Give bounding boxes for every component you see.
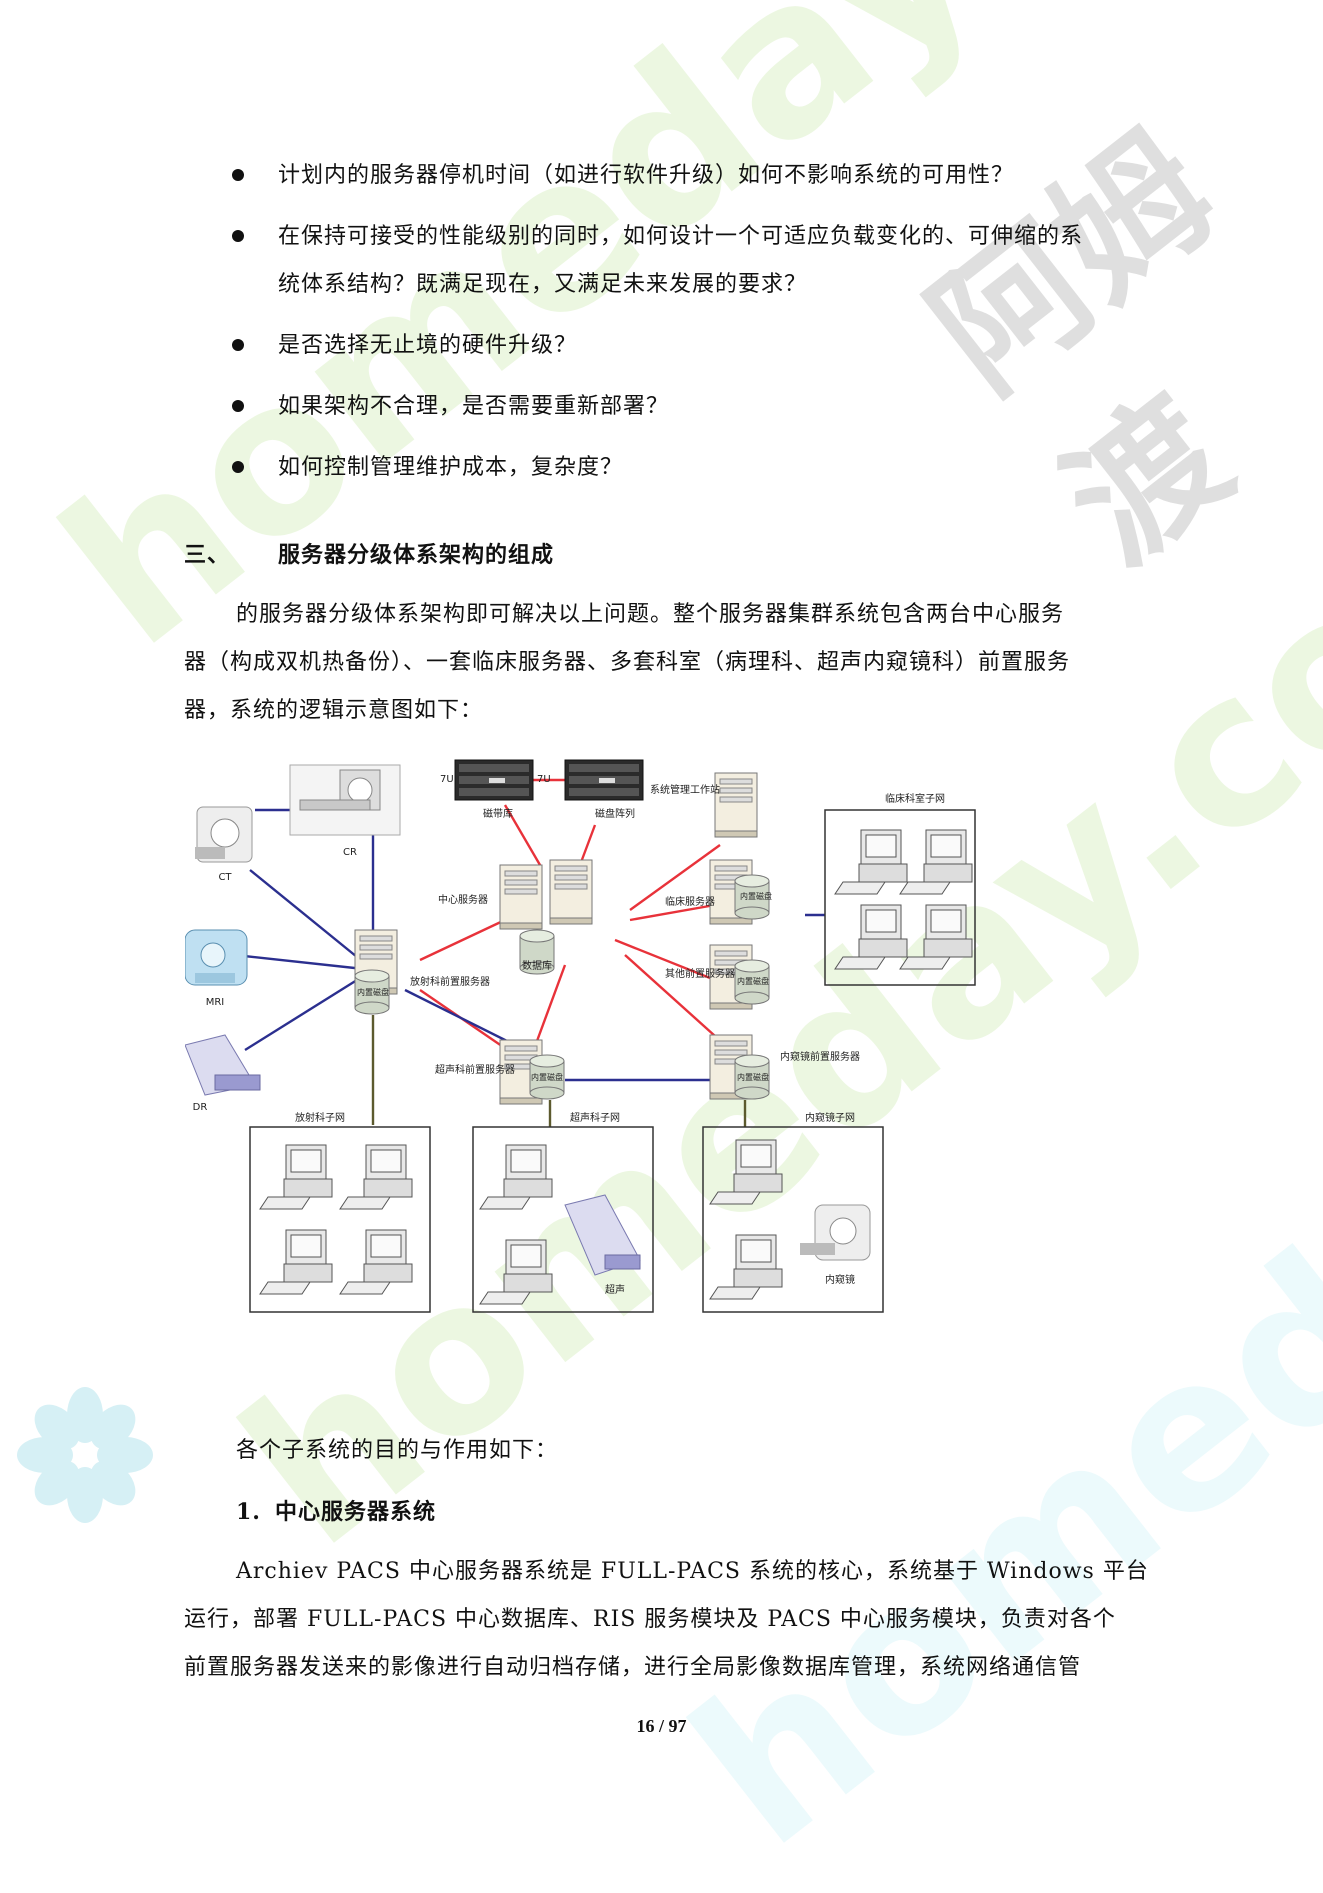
section-title: 服务器分级体系架构的组成: [278, 542, 555, 568]
endoscopy-device-label: 内窥镜: [825, 1273, 855, 1286]
ct-device-icon: [195, 806, 253, 863]
workstation-icon: [899, 829, 973, 895]
clinic-disk-label: 内置磁盘: [740, 891, 772, 901]
blue-links: [234, 808, 825, 1082]
paragraph-line: 的服务器分级体系架构即可解决以上问题。整个服务器集群系统包含两台中心服务: [236, 602, 1065, 627]
workstation-icon: [709, 1139, 783, 1205]
ultrasound-subnet-box: [472, 1126, 654, 1313]
watermark-logo-text: 阿姆渡: [901, 102, 1261, 596]
paragraph-line: 前置服务器发送来的影像进行自动归档存储，进行全局影像数据库管理，系统网络通信管: [184, 1655, 1082, 1680]
center-server-icon: [499, 864, 543, 930]
workstation-icon: [834, 829, 908, 895]
bullet-icon: [232, 400, 244, 412]
clinic-subnet-label: 临床科室子网: [885, 792, 945, 805]
ultrasound-server-label: 超声科前置服务器: [435, 1063, 515, 1076]
olive-links: [371, 1015, 747, 1127]
ultrasound-device-label: 超声: [605, 1283, 625, 1296]
endoscopy-disk-label: 内置磁盘: [737, 1072, 769, 1082]
paragraph-line: Archiev PACS 中心服务器系统是 FULL-PACS 系统的核心，系统…: [236, 1559, 1149, 1584]
watermark-flower-icon: [17, 1387, 153, 1523]
endoscopy-subnet-box: [702, 1126, 884, 1313]
center-server-icon: [549, 859, 593, 925]
watermark-text: homeday.com: [20, 0, 1323, 694]
workstation-icon: [339, 1144, 413, 1210]
workstation-icon: [834, 904, 908, 970]
rack-size-label: 7U: [440, 774, 454, 785]
system-logic-diagram: CR CT MRI DR 7U 7U 磁带库 磁盘阵列 中心服务器 数据库: [185, 759, 976, 1313]
radiology-subnet-box: [249, 1126, 431, 1313]
other-server-label: 其他前置服务器: [665, 967, 735, 980]
mri-device-icon: [185, 929, 248, 986]
bullet-icon: [232, 461, 244, 473]
bullet-icon: [232, 339, 244, 351]
radiology-disk-label: 内置磁盘: [357, 987, 389, 997]
clinic-subnet-box: [824, 809, 976, 986]
paragraph-line: 器（构成双机热备份）、一套临床服务器、多套科室（病理科、超声内窥镜科）前置服务: [184, 650, 1071, 675]
subsection-title: 中心服务器系统: [275, 1499, 437, 1525]
mri-label: MRI: [206, 997, 225, 1008]
cr-label: CR: [343, 847, 357, 858]
ultrasound-disk-label: 内置磁盘: [531, 1072, 563, 1082]
disk-array-icon: [564, 759, 644, 801]
workstation-icon: [259, 1144, 333, 1210]
cr-device-icon: [289, 764, 401, 836]
dr-label: DR: [193, 1102, 208, 1113]
database-label: 数据库: [522, 959, 552, 972]
workstation-icon: [259, 1229, 333, 1295]
bullet-icon: [232, 169, 244, 181]
ct-label: CT: [218, 872, 232, 883]
bullet-item: 计划内的服务器停机时间（如进行软件升级）如何不影响系统的可用性？: [278, 163, 1015, 188]
section-number: 三、: [184, 542, 231, 568]
bullet-item: 在保持可接受的性能级别的同时，如何设计一个可适应负载变化的、可伸缩的系: [278, 224, 1084, 249]
paragraph-line: 运行，部署 FULL-PACS 中心数据库、RIS 服务模块及 PACS 中心服…: [184, 1607, 1116, 1632]
ultrasound-device-icon: [564, 1194, 641, 1276]
bullet-icon: [232, 230, 244, 242]
bullet-item-continued: 统体系结构？既满足现在，又满足未来发展的要求？: [278, 272, 808, 297]
radiology-server-label: 放射科前置服务器: [410, 975, 490, 988]
workstation-icon: [709, 1234, 783, 1300]
endoscopy-device-icon: [800, 1204, 871, 1261]
clinic-server-label: 临床服务器: [665, 895, 715, 908]
management-label: 系统管理工作站: [650, 783, 720, 796]
tape-library-label: 磁带库: [483, 807, 513, 820]
subsection-number: 1.: [236, 1499, 261, 1525]
other-disk-label: 内置磁盘: [737, 976, 769, 986]
ultrasound-subnet-label: 超声科子网: [570, 1111, 620, 1124]
workstation-icon: [479, 1144, 553, 1210]
bullet-item: 如何控制管理维护成本，复杂度？: [278, 455, 624, 480]
dr-device-icon: [185, 1034, 261, 1096]
disk-array-label: 磁盘阵列: [595, 807, 635, 820]
page-number: 16 / 97: [636, 1716, 687, 1736]
radiology-subnet-label: 放射科子网: [295, 1111, 345, 1124]
red-links: [419, 778, 726, 1061]
paragraph-line: 器，系统的逻辑示意图如下：: [184, 698, 484, 723]
center-server-label: 中心服务器: [438, 893, 488, 906]
bullet-item: 如果架构不合理，是否需要重新部署？: [278, 394, 670, 419]
paragraph-line: 各个子系统的目的与作用如下：: [236, 1438, 559, 1463]
bullet-item: 是否选择无止境的硬件升级？: [278, 333, 578, 358]
tape-library-icon: [454, 759, 534, 801]
rack-size-label: 7U: [537, 774, 551, 785]
management-workstation-icon: [714, 772, 758, 838]
workstation-icon: [339, 1229, 413, 1295]
endoscopy-server-label: 内窥镜前置服务器: [780, 1050, 860, 1063]
workstation-icon: [899, 904, 973, 970]
workstation-icon: [479, 1239, 553, 1305]
endoscopy-subnet-label: 内窥镜子网: [805, 1111, 855, 1124]
